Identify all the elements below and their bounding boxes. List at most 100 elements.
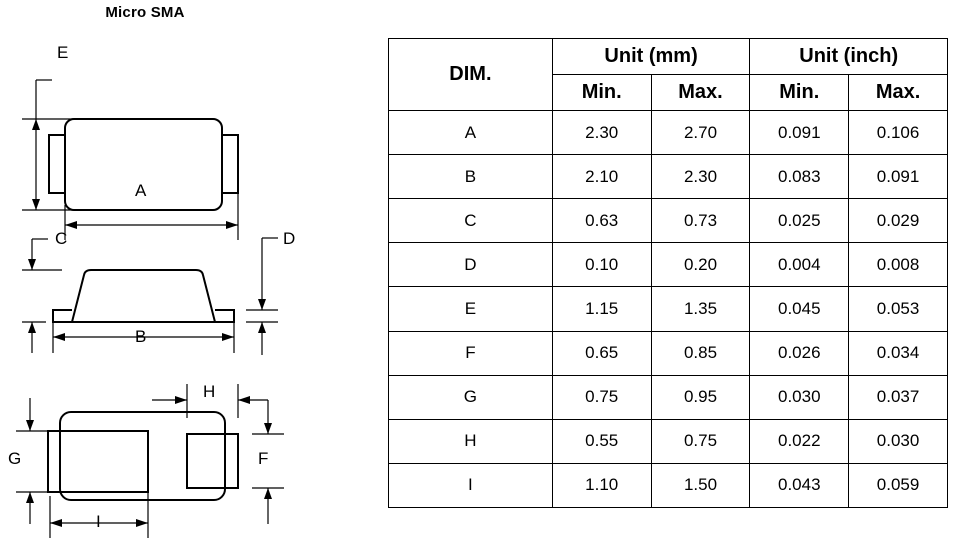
cell-in_max: 0.091 xyxy=(848,154,948,200)
arrow-e-bottom xyxy=(32,199,40,210)
top-view-right-terminal xyxy=(222,134,239,194)
dim-label-b: B xyxy=(135,327,147,346)
dim-label-e: E xyxy=(57,43,69,62)
dim-label-g: G xyxy=(8,449,22,468)
header-unit-mm: Unit (mm) xyxy=(551,38,751,75)
cell-mm_min: 0.75 xyxy=(551,374,652,420)
bottom-view-large-pad xyxy=(47,430,149,493)
cell-mm_max: 0.75 xyxy=(650,418,751,464)
cell-in_min: 0.022 xyxy=(749,418,850,464)
cell-dim: E xyxy=(388,286,553,332)
cell-in_max: 0.008 xyxy=(848,242,948,288)
arrow-h-right xyxy=(238,396,250,404)
dimension-table: DIM. Unit (mm) Unit (inch) Min. Max. Min… xyxy=(388,38,948,509)
cell-in_min: 0.004 xyxy=(749,242,850,288)
arrow-b-left xyxy=(53,333,65,341)
arrow-i-right xyxy=(136,519,148,527)
arrow-c-down xyxy=(28,259,36,270)
cell-mm_max: 0.20 xyxy=(650,242,751,288)
header-inch-min: Min. xyxy=(749,74,850,111)
bottom-view-drawing xyxy=(16,384,284,538)
dim-label-a: A xyxy=(135,181,147,200)
dim-label-c: C xyxy=(55,229,68,248)
arrow-e-top xyxy=(32,119,40,130)
side-view-left-lead xyxy=(52,309,72,323)
cell-in_min: 0.083 xyxy=(749,154,850,200)
cell-dim: C xyxy=(388,198,553,244)
arrow-f-bottom xyxy=(264,488,272,499)
cell-mm_max: 0.95 xyxy=(650,374,751,420)
cell-in_max: 0.053 xyxy=(848,286,948,332)
dim-label-f: F xyxy=(258,449,269,468)
cell-mm_min: 0.55 xyxy=(551,418,652,464)
cell-mm_max: 0.85 xyxy=(650,330,751,376)
cell-mm_min: 2.30 xyxy=(551,109,652,156)
drawing-panel: Micro SMA xyxy=(0,0,370,552)
top-view-drawing xyxy=(22,79,239,240)
cell-dim: I xyxy=(388,462,553,509)
cell-dim: H xyxy=(388,418,553,464)
dim-label-i: I xyxy=(96,512,101,531)
cell-mm_min: 1.15 xyxy=(551,286,652,332)
arrow-d-down xyxy=(258,299,266,310)
cell-in_max: 0.059 xyxy=(848,462,948,509)
side-view-drawing xyxy=(22,237,278,355)
cell-in_min: 0.026 xyxy=(749,330,850,376)
arrow-g-top xyxy=(26,420,34,431)
cell-mm_min: 1.10 xyxy=(551,462,652,509)
top-view-body xyxy=(64,118,223,211)
arrow-a-left xyxy=(65,221,77,229)
header-dim: DIM. xyxy=(388,38,553,111)
cell-in_min: 0.030 xyxy=(749,374,850,420)
arrow-f-top xyxy=(264,423,272,434)
arrow-c-up xyxy=(28,322,36,333)
table-header: DIM. Unit (mm) Unit (inch) Min. Max. Min… xyxy=(388,38,948,111)
cell-mm_min: 0.63 xyxy=(551,198,652,244)
cell-in_min: 0.045 xyxy=(749,286,850,332)
cell-in_max: 0.037 xyxy=(848,374,948,420)
arrow-g-bottom xyxy=(26,492,34,503)
cell-mm_max: 2.70 xyxy=(650,109,751,156)
cell-mm_max: 1.35 xyxy=(650,286,751,332)
cell-mm_min: 2.10 xyxy=(551,154,652,200)
arrow-i-left xyxy=(50,519,62,527)
cell-dim: A xyxy=(388,109,553,156)
arrow-b-right xyxy=(222,333,234,341)
cell-mm_min: 0.10 xyxy=(551,242,652,288)
header-unit-inch: Unit (inch) xyxy=(749,38,948,75)
cell-in_max: 0.106 xyxy=(848,109,948,156)
cell-in_max: 0.030 xyxy=(848,418,948,464)
arrow-h-left xyxy=(175,396,187,404)
bottom-view-outline xyxy=(59,411,226,501)
dim-label-d: D xyxy=(283,229,296,248)
cell-in_min: 0.025 xyxy=(749,198,850,244)
package-title: Micro SMA xyxy=(105,4,185,21)
arrow-a-right xyxy=(226,221,238,229)
cell-mm_max: 0.73 xyxy=(650,198,751,244)
header-mm-min: Min. xyxy=(551,74,652,111)
cell-mm_max: 1.50 xyxy=(650,462,751,509)
arrow-d-up xyxy=(258,322,266,333)
cell-dim: B xyxy=(388,154,553,200)
cell-in_max: 0.029 xyxy=(848,198,948,244)
cell-in_max: 0.034 xyxy=(848,330,948,376)
cell-mm_min: 0.65 xyxy=(551,330,652,376)
cell-in_min: 0.043 xyxy=(749,462,850,509)
header-inch-max: Max. xyxy=(848,74,948,111)
cell-dim: D xyxy=(388,242,553,288)
dim-label-h: H xyxy=(203,382,216,401)
top-view-left-terminal xyxy=(48,134,65,194)
bottom-view-small-pad xyxy=(186,433,239,489)
side-view-right-lead xyxy=(215,309,235,323)
